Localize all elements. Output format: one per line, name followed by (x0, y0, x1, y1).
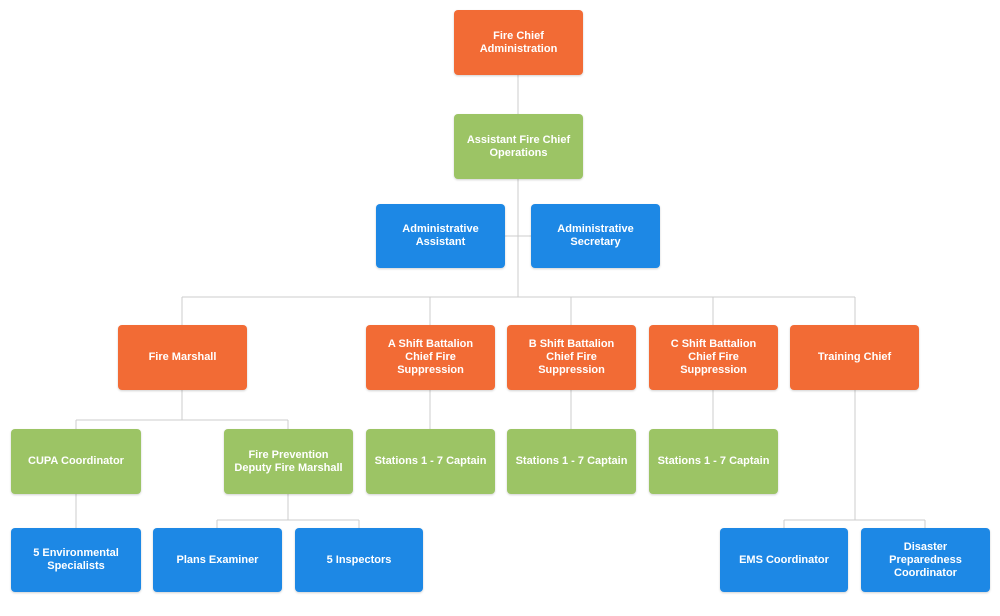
node-label: Fire Prevention Deputy Fire Marshall (234, 448, 343, 474)
node-training-chief[interactable]: Training Chief (790, 325, 919, 390)
node-cupa-coordinator[interactable]: CUPA Coordinator (11, 429, 141, 494)
node-label: Fire Chief Administration (479, 29, 558, 55)
node-label: Administrative Assistant (402, 223, 479, 248)
node-fire-chief[interactable]: Fire Chief Administration (454, 10, 583, 75)
node-assistant-fire-chief[interactable]: Assistant Fire Chief Operations (454, 114, 583, 179)
node-label: Plans Examiner (176, 553, 259, 566)
node-c-shift-battalion-chief[interactable]: C Shift Battalion Chief Fire Suppression (649, 325, 778, 390)
node-label: Stations 1 - 7 Captain (515, 455, 628, 467)
node-disaster-preparedness-coordinator[interactable]: Disaster Preparedness Coordinator (861, 528, 990, 592)
node-administrative-assistant[interactable]: Administrative Assistant (376, 204, 505, 268)
node-label: Stations 1 - 7 Captain (657, 455, 770, 467)
node-label: Disaster Preparedness Coordinator (889, 540, 962, 579)
node-stations-c[interactable]: Stations 1 - 7 Captain (649, 429, 778, 494)
node-label: 5 Inspectors (326, 553, 392, 566)
node-label: C Shift Battalion Chief Fire Suppression (670, 338, 757, 376)
node-stations-a[interactable]: Stations 1 - 7 Captain (366, 429, 495, 494)
node-label: Assistant Fire Chief Operations (466, 133, 571, 159)
node-administrative-secretary[interactable]: Administrative Secretary (531, 204, 660, 268)
node-ems-coordinator[interactable]: EMS Coordinator (720, 528, 848, 592)
node-label: 5 Environmental Specialists (33, 547, 119, 572)
node-plans-examiner[interactable]: Plans Examiner (153, 528, 282, 592)
node-inspectors[interactable]: 5 Inspectors (295, 528, 423, 592)
node-label: Fire Marshall (148, 351, 217, 363)
node-label: A Shift Battalion Chief Fire Suppression (387, 338, 474, 376)
node-label: Training Chief (817, 351, 892, 363)
node-label: B Shift Battalion Chief Fire Suppression (528, 338, 615, 376)
node-fire-prevention-deputy[interactable]: Fire Prevention Deputy Fire Marshall (224, 429, 353, 494)
node-a-shift-battalion-chief[interactable]: A Shift Battalion Chief Fire Suppression (366, 325, 495, 390)
node-fire-marshall[interactable]: Fire Marshall (118, 325, 247, 390)
node-b-shift-battalion-chief[interactable]: B Shift Battalion Chief Fire Suppression (507, 325, 636, 390)
node-label: EMS Coordinator (739, 553, 829, 566)
node-environmental-specialists[interactable]: 5 Environmental Specialists (11, 528, 141, 592)
node-label: CUPA Coordinator (28, 455, 124, 467)
node-label: Stations 1 - 7 Captain (374, 455, 487, 467)
node-label: Administrative Secretary (557, 223, 634, 248)
node-stations-b[interactable]: Stations 1 - 7 Captain (507, 429, 636, 494)
